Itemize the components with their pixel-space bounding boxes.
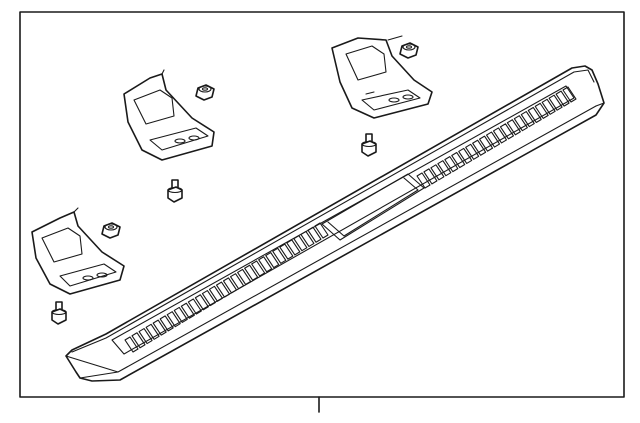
tread-slat: [555, 90, 570, 107]
tread-slat: [265, 252, 280, 269]
bolt-front: [51, 301, 67, 325]
tread-slat: [314, 222, 329, 239]
mounting-bracket-front: [31, 207, 125, 295]
tread-slat: [152, 319, 167, 336]
tread-group-left: [124, 222, 329, 353]
tread-slat: [173, 306, 188, 323]
tread-slat: [430, 164, 445, 181]
tread-slat: [222, 277, 238, 294]
nut-front: [101, 222, 121, 239]
tread-slat: [180, 302, 195, 319]
tread-slat: [437, 160, 452, 177]
mounting-bracket-rear: [331, 35, 433, 119]
diagram-frame: [19, 11, 625, 398]
tread-slat: [286, 239, 301, 256]
tread-slat: [194, 294, 209, 311]
tread-slat: [187, 298, 202, 315]
nut-rear: [399, 42, 419, 59]
tread-slat: [527, 106, 542, 124]
tread-slat: [258, 256, 273, 273]
tread-slat: [444, 156, 459, 173]
tread-slat: [485, 131, 501, 148]
tread-group-right: [416, 86, 577, 189]
tread-slat: [416, 172, 431, 189]
tread-slat: [562, 86, 577, 103]
tread-slat: [230, 273, 245, 290]
tread-slat: [300, 230, 315, 247]
tread-slat: [451, 151, 466, 169]
tread-slat: [492, 127, 508, 144]
tread-slat: [244, 264, 259, 281]
bolt-middle: [167, 179, 183, 203]
tread-slat: [293, 235, 308, 252]
tread-slat: [465, 143, 480, 160]
tread-slat: [513, 115, 528, 132]
tread-slat: [201, 290, 216, 307]
tread-slat: [423, 168, 438, 185]
tread-slat: [166, 311, 181, 328]
tread-slat: [208, 285, 223, 302]
tread-slat: [124, 336, 139, 353]
nut-middle: [195, 84, 215, 101]
tread-slat: [272, 247, 287, 264]
tread-slat: [237, 268, 252, 285]
mounting-bracket-middle: [123, 69, 215, 161]
tread-slat: [541, 98, 556, 115]
tread-slat: [479, 135, 494, 152]
tread-slat: [307, 226, 322, 243]
tread-slat: [499, 123, 514, 140]
running-board: [65, 65, 605, 382]
tread-slat: [506, 119, 521, 136]
tread-slat: [458, 147, 473, 164]
tread-slat: [131, 332, 146, 349]
tread-slat: [215, 281, 231, 298]
tread-slat: [138, 328, 153, 345]
tread-slat: [548, 94, 563, 111]
tread-slat: [472, 139, 487, 156]
tread-slat: [520, 111, 535, 128]
tread-slat: [534, 102, 549, 119]
tread-slat: [279, 243, 294, 260]
bolt-rear: [361, 133, 377, 157]
tread-slat: [159, 315, 174, 332]
tread-slat: [145, 323, 160, 340]
tread-slat: [251, 260, 266, 277]
